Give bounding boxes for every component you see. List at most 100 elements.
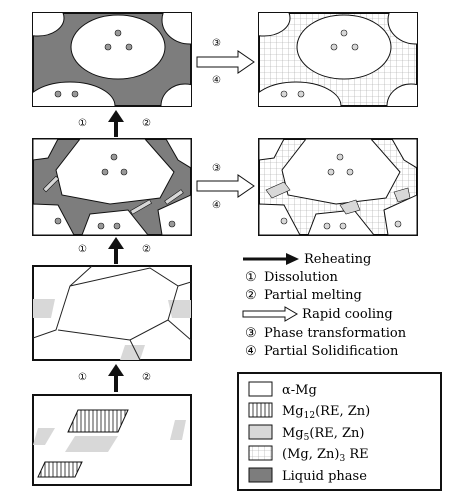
needle-phase (42, 175, 60, 193)
process-legend: Reheating ① Dissolution ② Partial meltin… (242, 252, 407, 359)
mg5-particle (65, 436, 118, 452)
swatch-mg5 (248, 424, 273, 440)
grain (259, 13, 291, 37)
mg5-particle (170, 420, 186, 440)
legend-partial-solidification: Partial Solidification (264, 344, 399, 359)
grain (33, 139, 59, 161)
mg5-particle (168, 300, 191, 318)
particle (297, 90, 305, 98)
step-1-label: ① (78, 244, 87, 255)
panel-initial (32, 394, 192, 486)
grain (33, 13, 65, 37)
step-3-label: ③ (212, 38, 221, 49)
grain (387, 13, 417, 45)
swatch-liquid (248, 467, 273, 483)
grain (157, 194, 191, 235)
particle (125, 43, 133, 51)
legend-rapid-cooling: Rapid cooling (302, 307, 393, 322)
grain (281, 139, 401, 205)
mg12-particle (37, 461, 83, 478)
step-2-label: ② (142, 372, 151, 383)
mg5-particle (120, 345, 145, 360)
step-2-label: ② (142, 118, 151, 129)
particle (327, 168, 335, 176)
particle (340, 29, 348, 37)
grain (161, 13, 191, 45)
legend-dissolution: Dissolution (264, 270, 338, 285)
particle (110, 153, 118, 161)
reheating-arrow-2 (108, 237, 124, 264)
particle (113, 222, 121, 230)
mg5-particle (33, 428, 55, 445)
grain-boundaries (33, 266, 191, 360)
step-1-label: ① (78, 372, 87, 383)
reheating-arrow-1 (108, 364, 124, 392)
grain (391, 139, 417, 169)
step-3-label: ③ (212, 163, 221, 174)
particle (104, 43, 112, 51)
legend-step-2: ② (245, 288, 257, 303)
legend-liquid-phase: Liquid phase (282, 469, 367, 484)
rapid-cooling-arrow-middle (196, 174, 255, 198)
legend-step-3: ③ (245, 326, 257, 341)
panel-stage-3 (32, 138, 192, 236)
particle (114, 29, 122, 37)
grain (259, 81, 342, 106)
grain (33, 203, 75, 235)
grain (386, 83, 417, 106)
legend-step-1: ① (245, 270, 257, 285)
particle (168, 220, 176, 228)
reheating-arrow-3 (108, 110, 124, 137)
particle (323, 222, 331, 230)
grain (55, 139, 175, 205)
particle (346, 168, 354, 176)
particle (54, 90, 62, 98)
grain (296, 14, 392, 80)
panel-stage-3-cooled (258, 138, 418, 236)
step-4-label: ④ (212, 200, 221, 211)
grain (259, 203, 301, 235)
legend-alpha-mg: α-Mg (282, 383, 317, 398)
mg5-phase (265, 181, 291, 199)
particle (120, 168, 128, 176)
particle (280, 90, 288, 98)
mg5-phase (339, 199, 361, 215)
step-4-label: ④ (212, 75, 221, 86)
panel-stage-4-cooled (258, 12, 418, 107)
mg12-particle (67, 409, 129, 433)
legend-mg12: Mg12(RE, Zn) (282, 404, 370, 421)
legend-reheating: Reheating (304, 252, 371, 267)
step-2-label: ② (142, 244, 151, 255)
swatch-alpha-mg (248, 381, 273, 397)
particle (394, 220, 402, 228)
swatch-mgzn3re (248, 445, 273, 461)
particle (330, 43, 338, 51)
grain (33, 81, 116, 106)
particle (97, 222, 105, 230)
particle (280, 217, 288, 225)
swatch-mg12 (248, 402, 273, 418)
grain (81, 209, 149, 235)
phase-legend: α-Mg Mg12(RE, Zn) Mg5(RE, Zn) (Mg, Zn)3 … (237, 372, 442, 491)
mg5-phase (393, 187, 411, 203)
grain (307, 209, 375, 235)
particle (54, 217, 62, 225)
panel-stage-2 (32, 265, 192, 361)
grain (165, 139, 191, 169)
particle (339, 222, 347, 230)
legend-partial-melting: Partial melting (264, 288, 362, 303)
grain (160, 83, 191, 106)
legend-mgzn3re: (Mg, Zn)3 RE (282, 447, 369, 464)
legend-step-4: ④ (245, 344, 257, 359)
particle (336, 153, 344, 161)
legend-mg5: Mg5(RE, Zn) (282, 426, 364, 443)
particle (351, 43, 359, 51)
particle (101, 168, 109, 176)
panel-stage-4 (32, 12, 192, 107)
needle-phase (130, 199, 152, 215)
legend-phase-transformation: Phase transformation (264, 326, 407, 341)
step-1-label: ① (78, 118, 87, 129)
needle-phase (164, 189, 184, 205)
